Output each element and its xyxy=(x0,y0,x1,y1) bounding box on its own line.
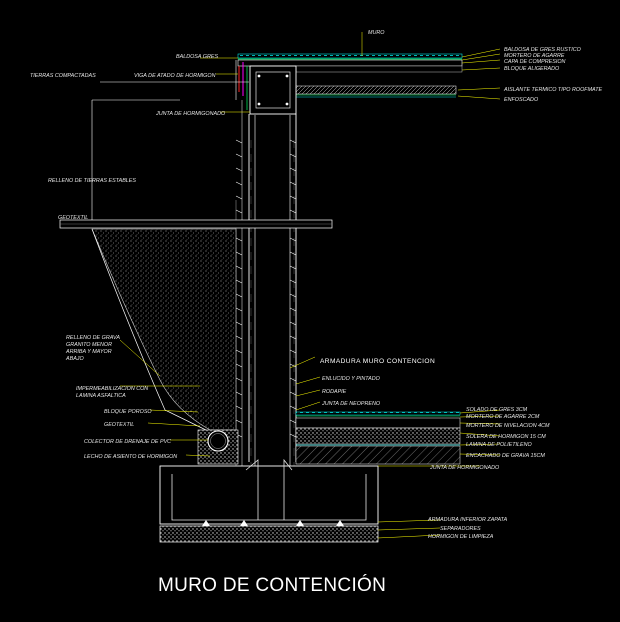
label-geotextil-low: GEOTEXTIL xyxy=(104,422,134,428)
wall-tick xyxy=(235,237,243,242)
tie-beam xyxy=(238,62,297,115)
labels: MURO BALDOSA GRES BALDOSA DE GRES RUSTIC… xyxy=(30,30,603,540)
label-colector: COLECTOR DE DRENAJE DE PVC xyxy=(84,439,171,445)
wall-tick xyxy=(289,195,297,200)
label-baldosa-gres: BALDOSA GRES xyxy=(176,54,218,60)
label-mortero-nivelacion: MORTERO DE NIVELACION 4CM xyxy=(466,423,550,429)
leader-lines xyxy=(119,32,501,539)
wall-tick xyxy=(289,209,297,214)
label-bloque-aligerado: BLOQUE ALIGERADO xyxy=(504,66,560,72)
wall-tick xyxy=(289,405,297,410)
label-lecho-asiento: LECHO DE ASIENTO DE HORMIGON xyxy=(84,454,177,460)
label-rodapie: RODAPIE xyxy=(322,389,347,395)
label-enlucido: ENFOSCADO xyxy=(504,97,539,103)
wall-tick xyxy=(235,209,243,214)
wall-tick xyxy=(289,279,297,284)
wall-tick xyxy=(235,321,243,326)
label-armadura-muro: ARMADURA MURO CONTENCION xyxy=(320,358,435,365)
drain-pipe xyxy=(197,429,239,465)
label-grava-4: ABAJO xyxy=(65,356,84,362)
top-slab xyxy=(237,53,463,98)
label-enlucido-yeso: ENLUCIDO Y PINTADO xyxy=(322,376,381,382)
geotextile-band xyxy=(59,219,333,229)
label-baldosa-rustico: BALDOSA DE GRES RUSTICO xyxy=(504,47,582,53)
gravel-fill xyxy=(91,228,237,433)
wall-tick xyxy=(235,307,243,312)
label-solado-gres: SOLADO DE GRES 3CM xyxy=(466,407,528,413)
label-mortero-agarre-2: MORTERO DE AGARRE 2CM xyxy=(466,414,540,420)
label-solera-hormigon: SOLERA DE HORMIGON 15 CM xyxy=(466,434,546,440)
label-aislante-termico: AISLANTE TERMICO TIPO ROOFMATE xyxy=(503,87,603,93)
wall-tick xyxy=(235,363,243,368)
label-geotextil-top: GEOTEXTIL xyxy=(58,215,88,221)
label-junta-hormigonado-top: JUNTA DE HORMIGONADO xyxy=(155,111,226,117)
floor-layers xyxy=(295,411,461,465)
label-grava-2: GRANITO MENOR xyxy=(66,342,112,348)
label-mortero-agarre: MORTERO DE AGARRE xyxy=(504,53,565,59)
wall-tick xyxy=(289,181,297,186)
wall-tick xyxy=(235,167,243,172)
context-lines xyxy=(91,60,249,220)
wall-tick xyxy=(235,181,243,186)
wall-tick xyxy=(235,405,243,410)
wall-tick xyxy=(289,377,297,382)
label-separadores: SEPARADORES xyxy=(440,526,481,532)
wall-tick xyxy=(289,363,297,368)
label-capa-compresion: CAPA DE COMPRESION xyxy=(504,59,566,65)
label-junta-neopreno: JUNTA DE NEOPRENO xyxy=(321,401,381,407)
footing xyxy=(159,458,379,543)
wall-tick xyxy=(235,335,243,340)
label-impermeabilizacion: IMPERMEABILIZACION CON xyxy=(76,386,148,392)
label-hormigon-limpieza: HORMIGON DE LIMPIEZA xyxy=(428,534,494,540)
label-encachado-grava: ENCACHADO DE GRAVA 15CM xyxy=(466,453,545,459)
label-relleno-tierras: RELLENO DE TIERRAS ESTABLES xyxy=(48,178,136,184)
label-viga-atado: VIGA DE ATADO DE HORMIGON xyxy=(134,73,216,79)
wall-tick xyxy=(235,349,243,354)
label-junta-hormigonado-low: JUNTA DE HORMIGONADO xyxy=(429,465,500,471)
label-lamina-polietileno: LAMINA DE POLIETILENO xyxy=(466,442,533,448)
wall-tick xyxy=(235,153,243,158)
label-armadura-zapata: ARMADURA INFERIOR ZAPATA xyxy=(427,517,508,523)
drawing-title: MURO DE CONTENCIÓN xyxy=(158,575,387,596)
wall-tick xyxy=(289,419,297,424)
label-muro: MURO xyxy=(368,30,385,36)
label-impermeabilizacion-2: LAMINA ASFALTICA xyxy=(76,393,126,399)
wall-tick xyxy=(235,251,243,256)
wall-tick xyxy=(235,195,243,200)
wall-tick xyxy=(289,265,297,270)
wall-tick xyxy=(289,293,297,298)
retaining-wall xyxy=(235,100,297,510)
wall-tick xyxy=(289,139,297,144)
wall-tick xyxy=(235,279,243,284)
wall-tick xyxy=(235,377,243,382)
wall-tick xyxy=(289,349,297,354)
wall-tick xyxy=(289,153,297,158)
wall-tick xyxy=(235,139,243,144)
wall-tick xyxy=(289,307,297,312)
wall-tick xyxy=(235,293,243,298)
wall-tick xyxy=(289,321,297,326)
wall-tick xyxy=(235,265,243,270)
wall-tick xyxy=(289,167,297,172)
wall-tick xyxy=(289,433,297,438)
label-grava-3: ARRIBA Y MAYOR xyxy=(65,349,112,355)
wall-tick xyxy=(235,419,243,424)
wall-tick xyxy=(289,335,297,340)
wall-tick xyxy=(289,237,297,242)
wall-tick xyxy=(289,251,297,256)
label-relleno-grava: RELLENO DE GRAVA xyxy=(66,335,120,341)
label-bloque-poroso: BLOQUE POROSO xyxy=(104,409,152,415)
wall-tick xyxy=(235,391,243,396)
wall-tick xyxy=(289,391,297,396)
label-tierras-compactadas: TIERRAS COMPACTADAS xyxy=(30,73,96,79)
